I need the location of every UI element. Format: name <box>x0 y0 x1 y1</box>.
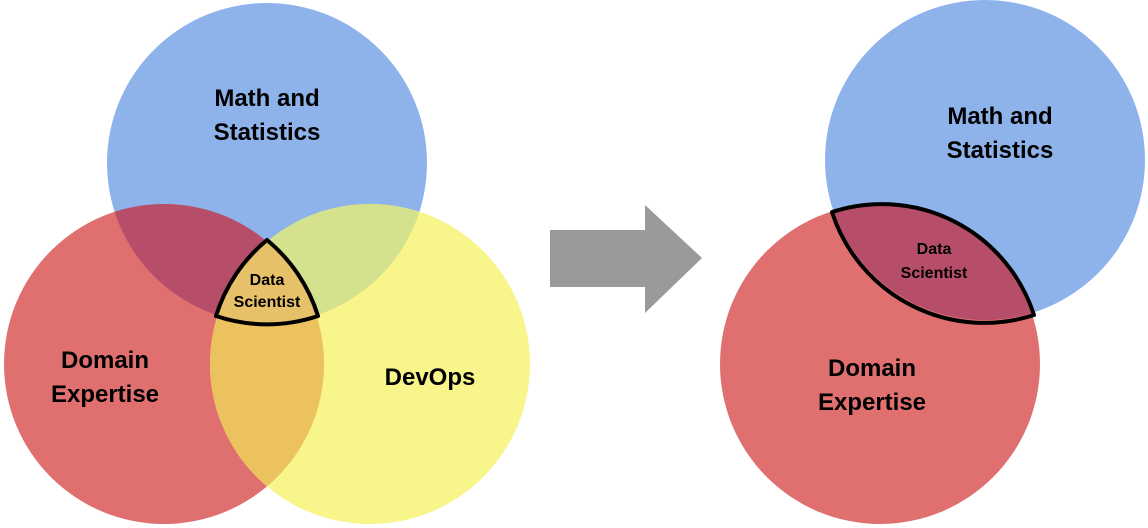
math-statistics-label-right-line2: Statistics <box>947 137 1054 164</box>
devops-label: DevOps <box>385 364 476 391</box>
math-statistics-label-line1: Math and <box>214 85 319 112</box>
data-scientist-region-right <box>830 202 1036 325</box>
right-arrow-icon <box>550 205 702 313</box>
left-venn-diagram: Math and Statistics Domain Expertise Dev… <box>4 3 530 524</box>
data-scientist-label-right-line1: Data <box>917 241 952 258</box>
right-venn-diagram: Math and Statistics Domain Expertise Dat… <box>720 0 1145 524</box>
domain-expertise-label-right-line1: Domain <box>828 355 916 382</box>
domain-expertise-label-line2: Expertise <box>51 381 159 408</box>
domain-expertise-label-line1: Domain <box>61 347 149 374</box>
domain-expertise-label-right-line2: Expertise <box>818 389 926 416</box>
data-scientist-label-line2: Scientist <box>234 294 301 311</box>
data-scientist-region <box>214 238 320 327</box>
math-domain-overlap-right <box>825 204 1040 320</box>
data-scientist-label-right-line2: Scientist <box>901 265 968 282</box>
math-statistics-label-right-line1: Math and <box>947 103 1052 130</box>
math-statistics-label-line2: Statistics <box>214 119 321 146</box>
data-scientist-label-line1: Data <box>250 272 285 289</box>
